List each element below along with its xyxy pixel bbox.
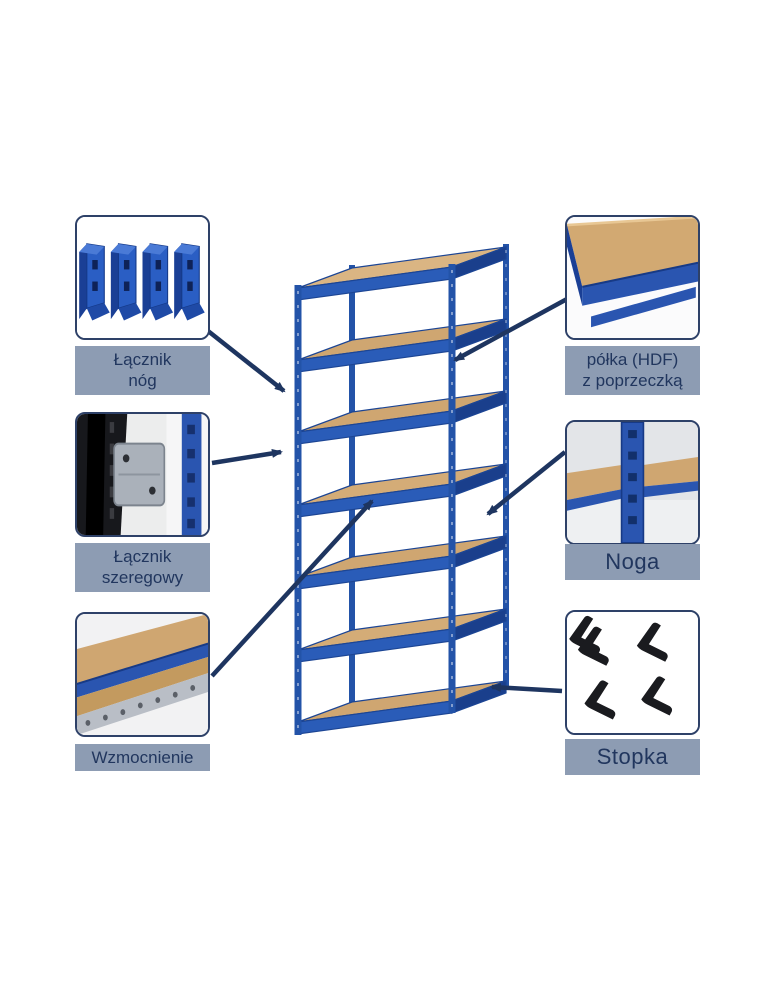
arrow-leg	[486, 450, 567, 516]
callout-image-leg-connector	[75, 215, 210, 340]
serial-connector-icon	[77, 414, 208, 535]
label-line: Łącznik	[113, 350, 172, 369]
shelving-rack-illustration	[294, 244, 509, 735]
label-line: Łącznik	[113, 547, 172, 566]
arrow-reinforcement	[210, 499, 374, 678]
label-line: Stopka	[596, 744, 669, 769]
label-line: nóg	[128, 371, 157, 391]
label-line: półka (HDF)	[586, 350, 679, 369]
foot-caps-icon	[567, 612, 698, 733]
callout-image-reinforcement	[75, 612, 210, 737]
callout-label-shelf-hdf: półka (HDF) z poprzeczką	[565, 346, 700, 395]
callout-label-foot: Stopka	[565, 739, 700, 776]
label-line: szeregowy	[101, 568, 184, 588]
callout-image-serial-connector	[75, 412, 210, 537]
arrow-shelf-hdf	[453, 297, 569, 362]
callout-image-shelf-hdf	[565, 215, 700, 340]
label-line: Noga	[605, 549, 660, 574]
callout-image-leg	[565, 420, 700, 545]
leg-connector-brackets-icon	[77, 217, 208, 338]
leg-post-icon	[567, 422, 698, 543]
callout-label-reinforcement: Wzmocnienie	[75, 744, 210, 772]
callout-label-leg-connector: Łącznik nóg	[75, 346, 210, 395]
arrow-leg-connector	[201, 325, 286, 393]
reinforcement-icon	[77, 614, 208, 735]
arrow-foot	[490, 683, 563, 694]
label-line: Wzmocnienie	[91, 748, 194, 767]
callout-label-serial-connector: Łącznik szeregowy	[75, 543, 210, 592]
callout-image-foot	[565, 610, 700, 735]
label-line: z poprzeczką	[582, 371, 683, 391]
callout-label-leg: Noga	[565, 544, 700, 581]
arrow-serial-connector	[211, 448, 283, 466]
hdf-shelf-corner-icon	[567, 217, 698, 338]
